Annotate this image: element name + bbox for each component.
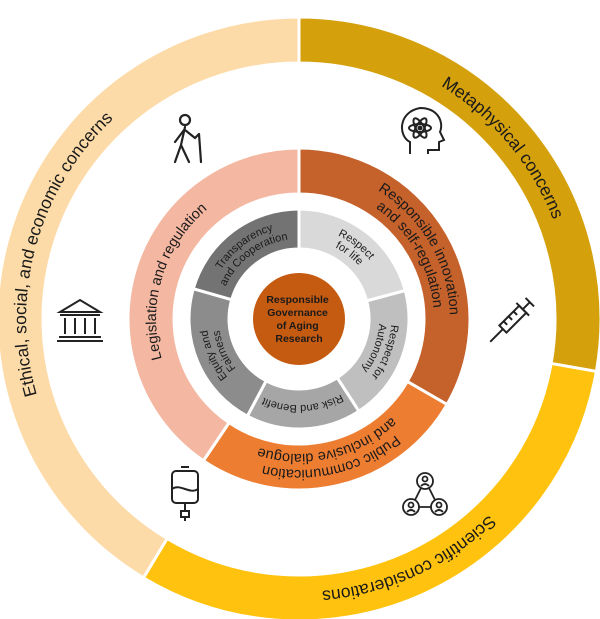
center-circle xyxy=(253,273,345,365)
syringe-icon xyxy=(489,297,535,343)
iv-bag-icon xyxy=(171,466,199,521)
segment-ethical-social-economic-concerns xyxy=(0,15,301,580)
people-network-icon xyxy=(402,472,448,516)
segment-legislation-regulation xyxy=(126,146,301,463)
bank-building-icon xyxy=(56,298,104,342)
brain-atom-icon xyxy=(401,106,446,154)
segment-transparency-and-cooperation xyxy=(191,207,301,302)
center-label: Responsible Governance of Aging Research xyxy=(266,294,331,345)
elderly-walking-icon xyxy=(173,113,203,164)
